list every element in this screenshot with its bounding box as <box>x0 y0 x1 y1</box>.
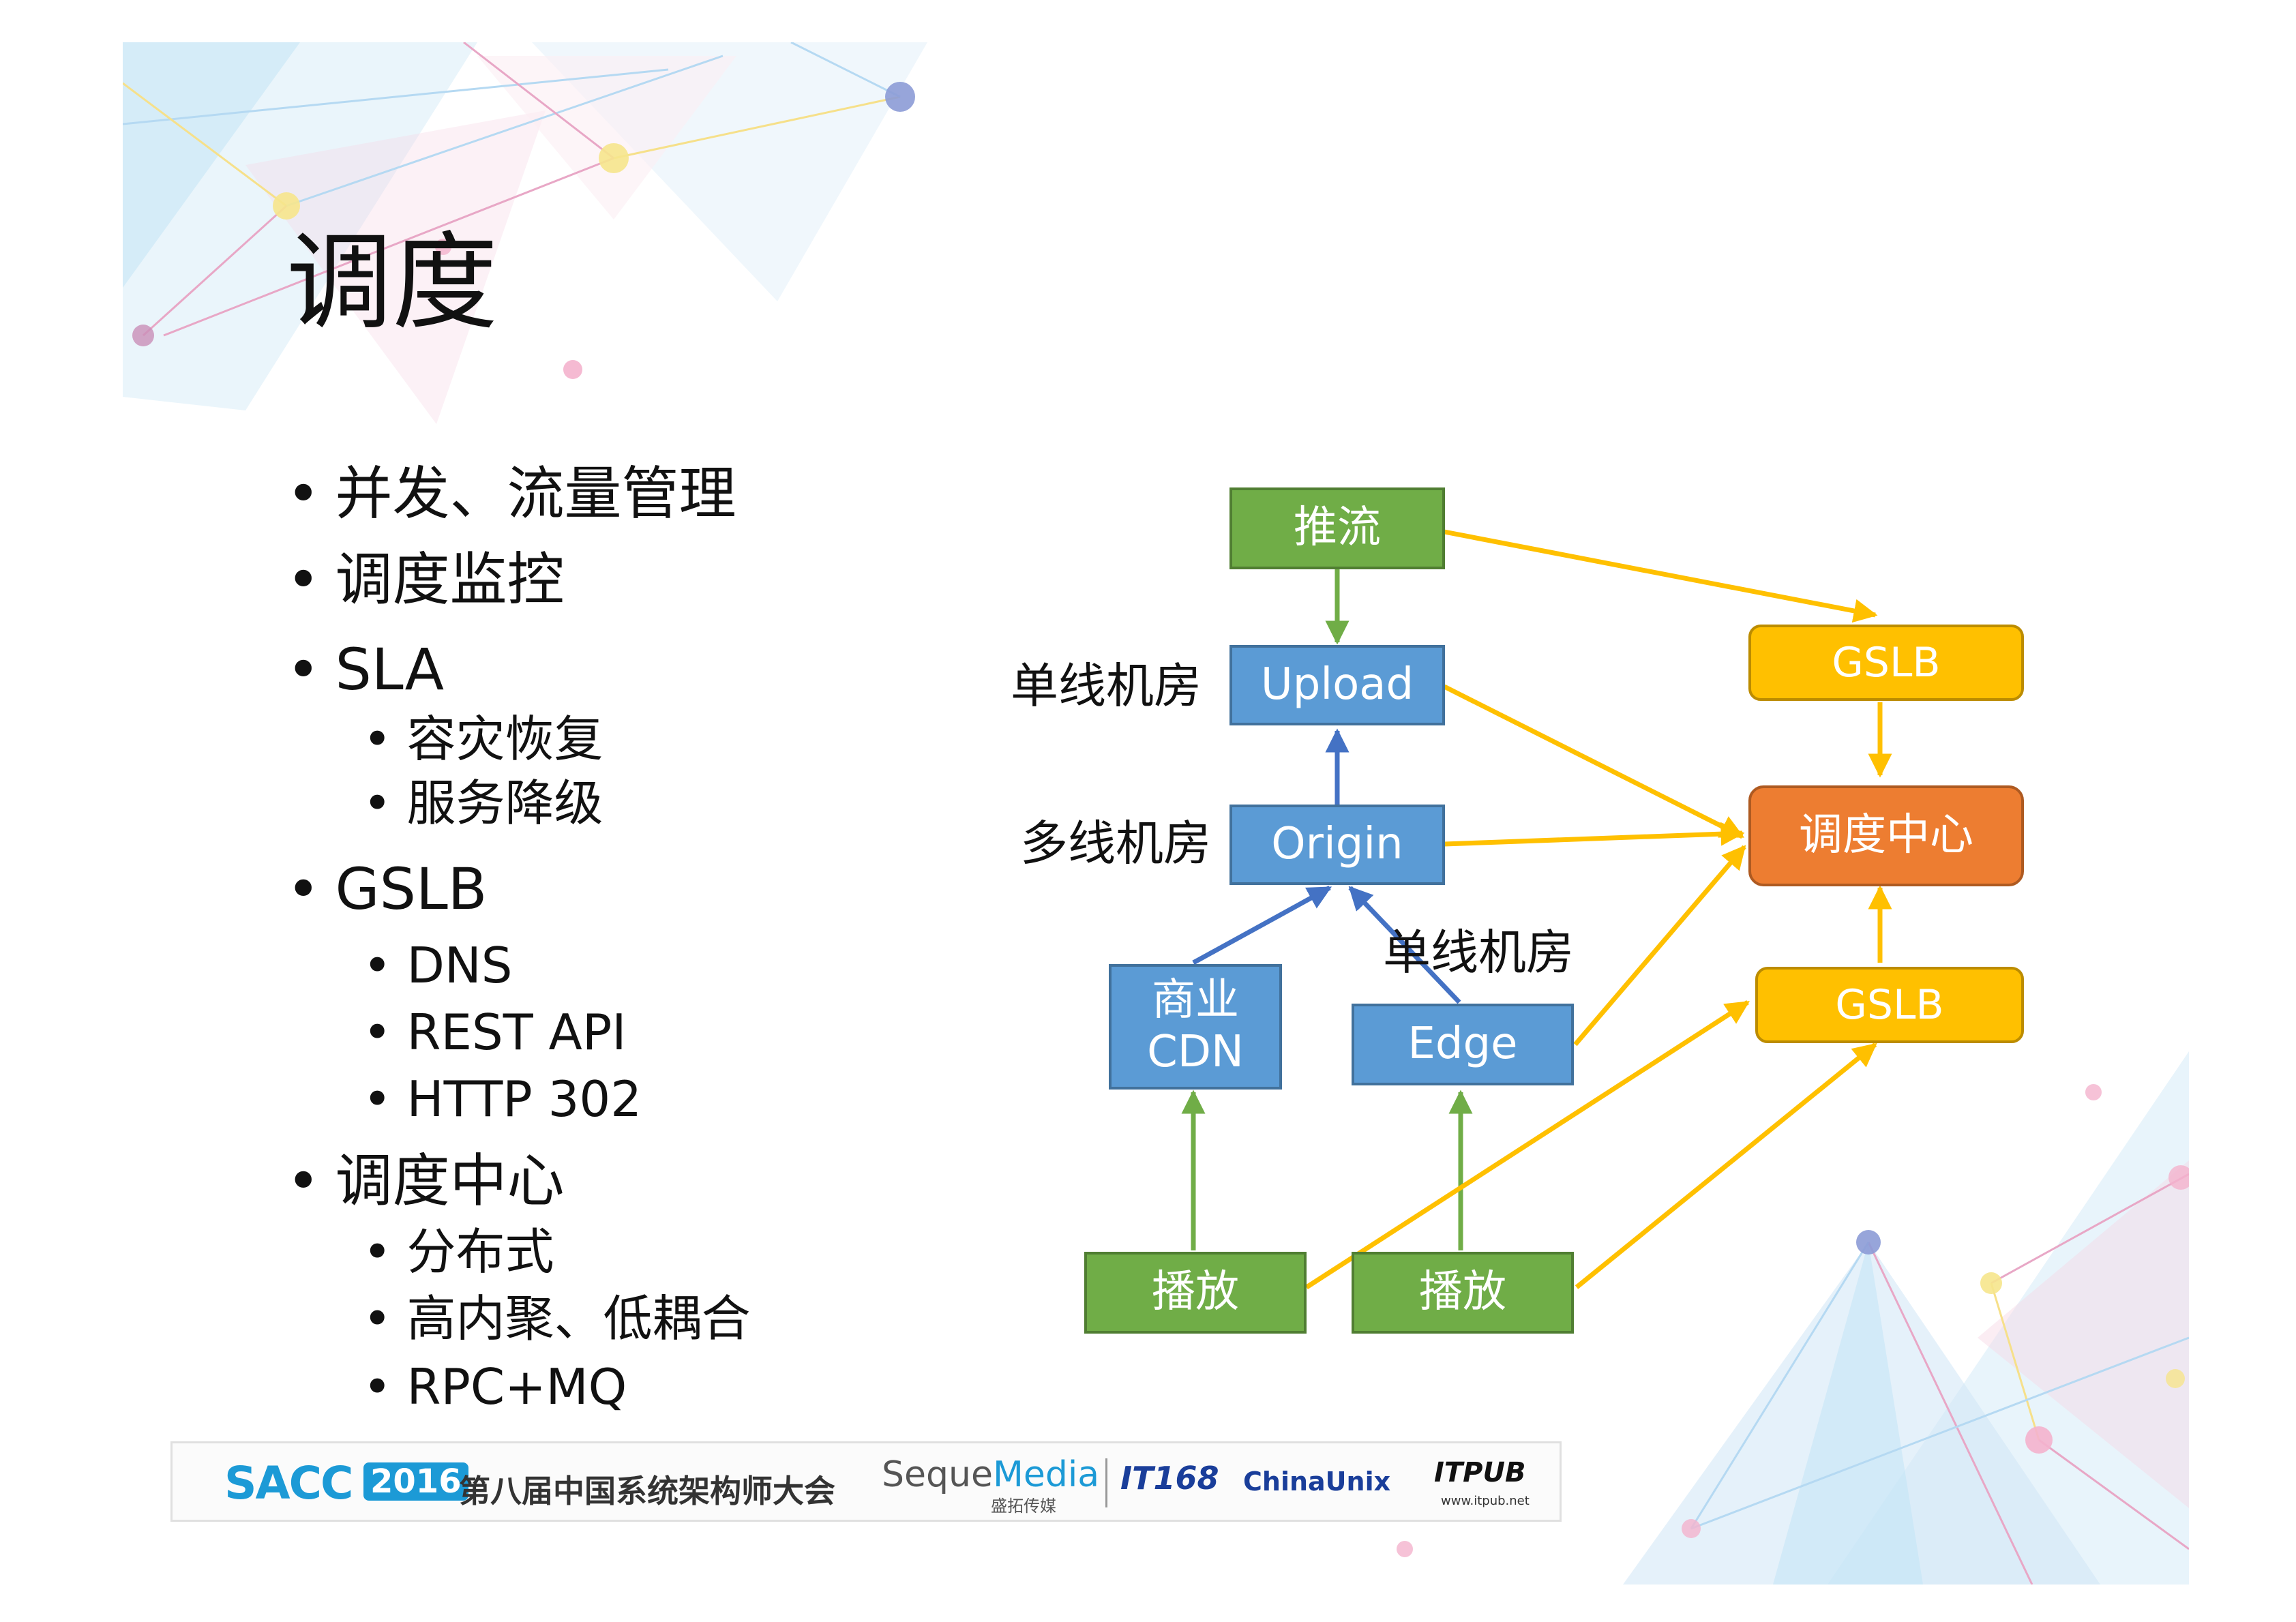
node-gslb-bottom: GSLB <box>1755 967 2024 1043</box>
itpub-logo: ITPUB <box>1434 1457 1526 1488</box>
dispatch-diagram-arrows <box>1181 529 1892 1289</box>
bullet-item: •并发、流量管理 <box>286 460 736 527</box>
sequemedia-logo-b: Media <box>992 1454 1100 1495</box>
arrow-cdn-to-origin <box>1192 885 1332 965</box>
footer-divider <box>1105 1458 1107 1507</box>
slide: 调度 •并发、流量管理 •调度监控 •SLA •容灾恢复 •服务降级 •GSLB… <box>123 42 2189 1585</box>
sequemedia-logo-a: Seque <box>882 1454 993 1495</box>
label-single-line-room: 单线机房 <box>1011 658 1202 714</box>
it168-logo: IT168 <box>1120 1460 1219 1497</box>
node-commercial-cdn: 商业 CDN <box>1109 964 1282 1090</box>
bullet-subitem: •REST API <box>363 1004 627 1061</box>
background-decoration <box>123 42 2189 1585</box>
bullet-subitem: •DNS <box>363 937 513 994</box>
node-gslb-top: GSLB <box>1748 625 2024 701</box>
bullet-subitem: •分布式 <box>363 1223 554 1280</box>
label-single-line-room-edge: 单线机房 <box>1383 925 1574 980</box>
node-edge: Edge <box>1352 1004 1574 1085</box>
arrow-origin-to-center <box>1444 822 1745 847</box>
sacc-year-badge: 2016 <box>363 1462 468 1501</box>
sequemedia-logo: SequeMedia <box>882 1454 1099 1495</box>
footer-sponsor-bar: SACC 2016 第八届中国系统架构师大会 SequeMedia 盛拓传媒 I… <box>170 1441 1562 1522</box>
arrow-play-to-gslb-bottom <box>1305 1000 1750 1289</box>
arrow-edge-to-origin <box>1348 886 1461 1004</box>
arrow-push-to-gslb <box>1444 529 1878 623</box>
bullet-subitem: •高内聚、低耦合 <box>363 1290 751 1347</box>
bullet-subitem: •容灾恢复 <box>363 710 603 768</box>
bullet-item: •GSLB <box>286 856 488 922</box>
bullet-item: •SLA <box>286 636 445 703</box>
conference-name: 第八届中国系统架构师大会 <box>459 1473 835 1510</box>
label-multi-line-room: 多线机房 <box>1020 815 1211 871</box>
sequemedia-subtitle: 盛拓传媒 <box>991 1497 1056 1516</box>
chinaunix-logo: ChinaUnix <box>1243 1467 1391 1497</box>
node-upload: Upload <box>1229 645 1445 725</box>
arrow-upload-to-center <box>1443 684 1745 839</box>
arrow-edge-to-center <box>1573 845 1746 1047</box>
node-dispatch-center: 调度中心 <box>1748 785 2024 886</box>
bullet-item: •调度中心 <box>286 1147 565 1214</box>
node-play-right: 播放 <box>1352 1252 1574 1334</box>
slide-title: 调度 <box>286 221 498 344</box>
node-play-left: 播放 <box>1084 1252 1307 1334</box>
bullet-item: •调度监控 <box>286 546 565 613</box>
bullet-subitem: •HTTP 302 <box>363 1070 642 1128</box>
itpub-url: www.itpub.net <box>1441 1494 1530 1508</box>
node-push-stream: 推流 <box>1229 487 1445 569</box>
bullet-subitem: •RPC+MQ <box>363 1358 627 1415</box>
arrow-play2-to-gslb-bottom <box>1575 1042 1877 1289</box>
sacc-logo: SACC <box>224 1457 353 1510</box>
bullet-subitem: •服务降级 <box>363 775 603 832</box>
node-origin: Origin <box>1229 805 1445 885</box>
